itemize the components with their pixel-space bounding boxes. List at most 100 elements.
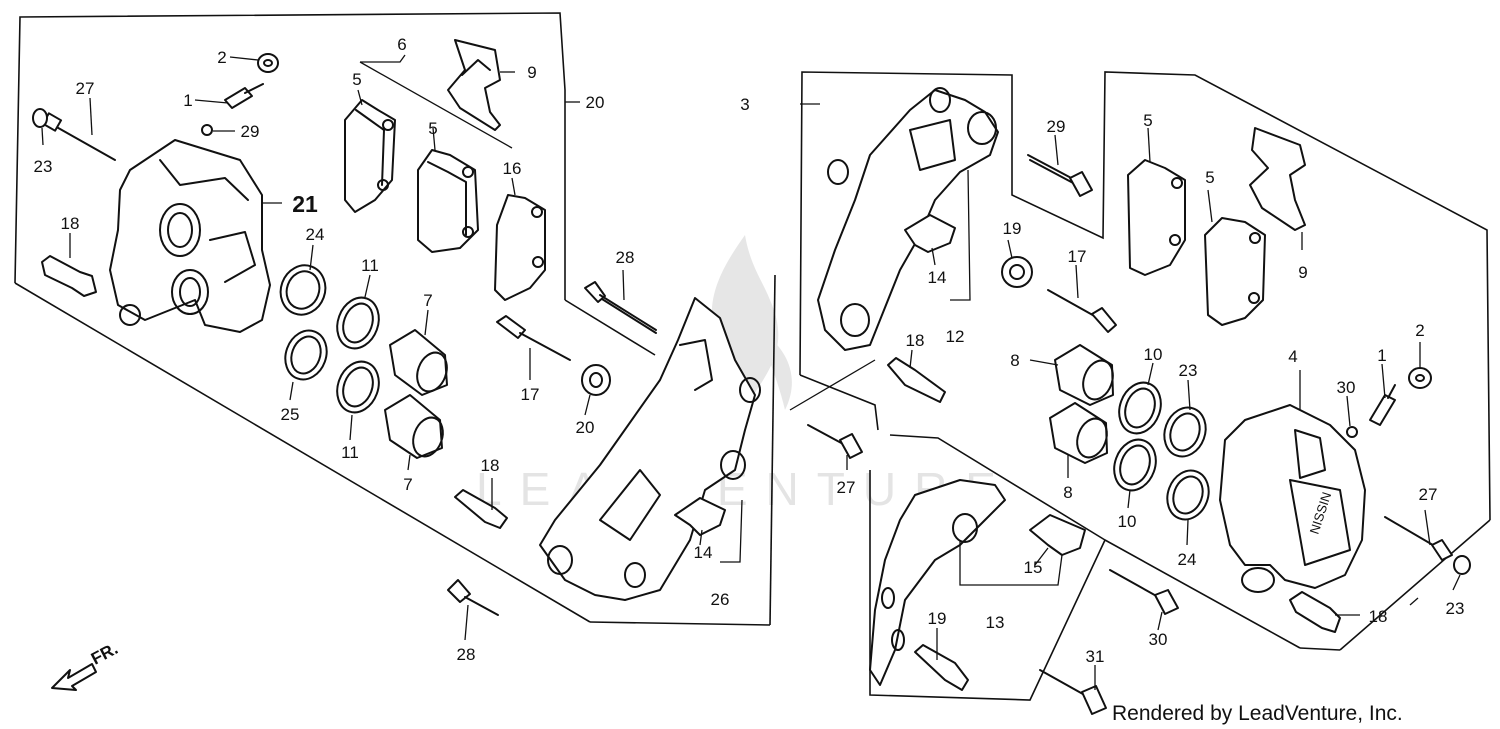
callout-label: 3	[740, 95, 749, 114]
lower-assembly-frame	[789, 359, 1107, 701]
callout-label: 20	[586, 93, 605, 112]
callout-label: 29	[241, 122, 260, 141]
callout-label: 1	[1377, 346, 1386, 365]
lower-caliper-bracket	[869, 479, 1006, 686]
right-bleed-cap-2	[1408, 367, 1432, 389]
callout-label: 16	[503, 159, 522, 178]
right-pin-18-upper	[887, 357, 946, 403]
callout-label: 27	[837, 478, 856, 497]
callout-label: 19	[1003, 219, 1022, 238]
left-pin-18	[454, 489, 508, 529]
callout-label: 18	[906, 331, 925, 350]
callout-label: 27	[1419, 485, 1438, 504]
left-assembly-frame	[14, 12, 776, 626]
callout-label: 8	[1010, 351, 1019, 370]
left-slide-pin-19	[41, 255, 97, 297]
callout-label: 4	[1288, 347, 1297, 366]
right-pistons	[1049, 344, 1114, 464]
leader-lines	[41, 54, 1461, 690]
right-boot-20	[1001, 256, 1033, 288]
left-boot-20	[581, 364, 611, 396]
right-slide-pin-17	[1047, 289, 1117, 333]
callout-label: 28	[616, 248, 635, 267]
callout-label: 30	[1337, 378, 1356, 397]
left-bleed-screw-1	[224, 83, 264, 109]
lower-pin-18	[914, 644, 969, 691]
front-direction-arrow: FR.	[51, 639, 121, 691]
right-assembly-frame	[799, 71, 1491, 651]
callout-label: 17	[1068, 247, 1087, 266]
right-slide-pin-19	[1289, 591, 1341, 633]
callout-label: 30	[1149, 630, 1168, 649]
callout-label: 2	[1415, 321, 1424, 340]
left-caliper-bracket	[539, 297, 761, 601]
right-pad-pin-27	[1384, 516, 1453, 561]
right-caliper-body: NISSIN	[1219, 404, 1366, 593]
left-pistons	[384, 329, 448, 459]
right-caliper-bracket	[817, 87, 999, 351]
right-bolt-28	[807, 424, 863, 459]
lower-retainer-15	[1029, 514, 1086, 556]
callout-label: 9	[527, 63, 536, 82]
callout-label: 18	[481, 456, 500, 475]
right-brake-pad-outer	[1127, 159, 1186, 276]
callout-label: 12	[946, 327, 965, 346]
callout-label: 10	[1144, 345, 1163, 364]
callout-label: 18	[1369, 607, 1388, 626]
callout-label: 24	[306, 225, 325, 244]
callout-label: 23	[1179, 361, 1198, 380]
callout-label: 2	[217, 48, 226, 67]
right-seals	[1113, 381, 1210, 521]
right-ball-30	[1346, 426, 1358, 438]
left-brake-pad-inner	[417, 149, 479, 253]
callout-label: 5	[1205, 168, 1214, 187]
callout-label: 26	[711, 590, 730, 609]
callout-label: 10	[1118, 512, 1137, 531]
callout-label: 18	[61, 214, 80, 233]
callout-label: 11	[361, 256, 379, 275]
left-bolt-28	[447, 579, 499, 616]
lower-bolt-31-upper	[1109, 569, 1179, 615]
callout-label: 5	[352, 70, 361, 89]
callout-label: 21	[292, 191, 318, 217]
callout-label: 14	[928, 268, 947, 287]
left-bleed-cap-2	[257, 53, 279, 73]
left-ball-30	[201, 124, 213, 136]
right-pin-plug-23	[1453, 555, 1471, 575]
right-bolt-29	[1027, 154, 1093, 197]
callout-labels: 2 1 27 23 29 21 18 6 5 5 9 16 20 24 11 2…	[34, 35, 1465, 666]
callout-label: 1	[183, 91, 192, 110]
callout-label: 28	[457, 645, 476, 664]
left-pin-plug-23	[32, 108, 48, 128]
callout-label: 13	[986, 613, 1005, 632]
callout-label: 27	[76, 79, 95, 98]
credit-text: Rendered by LeadVenture, Inc.	[1112, 702, 1403, 725]
right-retainer-14	[904, 214, 956, 253]
lower-bolt-31-lower	[1039, 669, 1107, 715]
callout-label: 19	[928, 609, 947, 628]
left-retainer-14	[674, 497, 726, 536]
callout-label: 7	[403, 475, 412, 494]
callout-label: 23	[34, 157, 53, 176]
callout-label: 17	[521, 385, 540, 404]
callout-label: 23	[1446, 599, 1465, 618]
callout-label: 6	[397, 35, 406, 54]
callout-label: 7	[423, 291, 432, 310]
callout-label: 11	[341, 443, 359, 462]
callout-label: 14	[694, 543, 713, 562]
right-pad-spring	[1249, 127, 1306, 231]
callout-label: 8	[1063, 483, 1072, 502]
callout-label: 9	[1298, 263, 1307, 282]
callout-label: 31	[1086, 647, 1105, 666]
left-pad-shim	[494, 194, 546, 301]
left-pad-pin-27	[41, 112, 116, 161]
callout-label: 29	[1047, 117, 1066, 136]
callout-label: 20	[576, 418, 595, 437]
left-seals	[279, 264, 380, 414]
left-caliper-body	[109, 139, 282, 333]
callout-label: 24	[1178, 550, 1197, 569]
callout-label: 15	[1024, 558, 1043, 577]
callout-label: 5	[428, 119, 437, 138]
left-slide-pin-17	[496, 315, 571, 361]
